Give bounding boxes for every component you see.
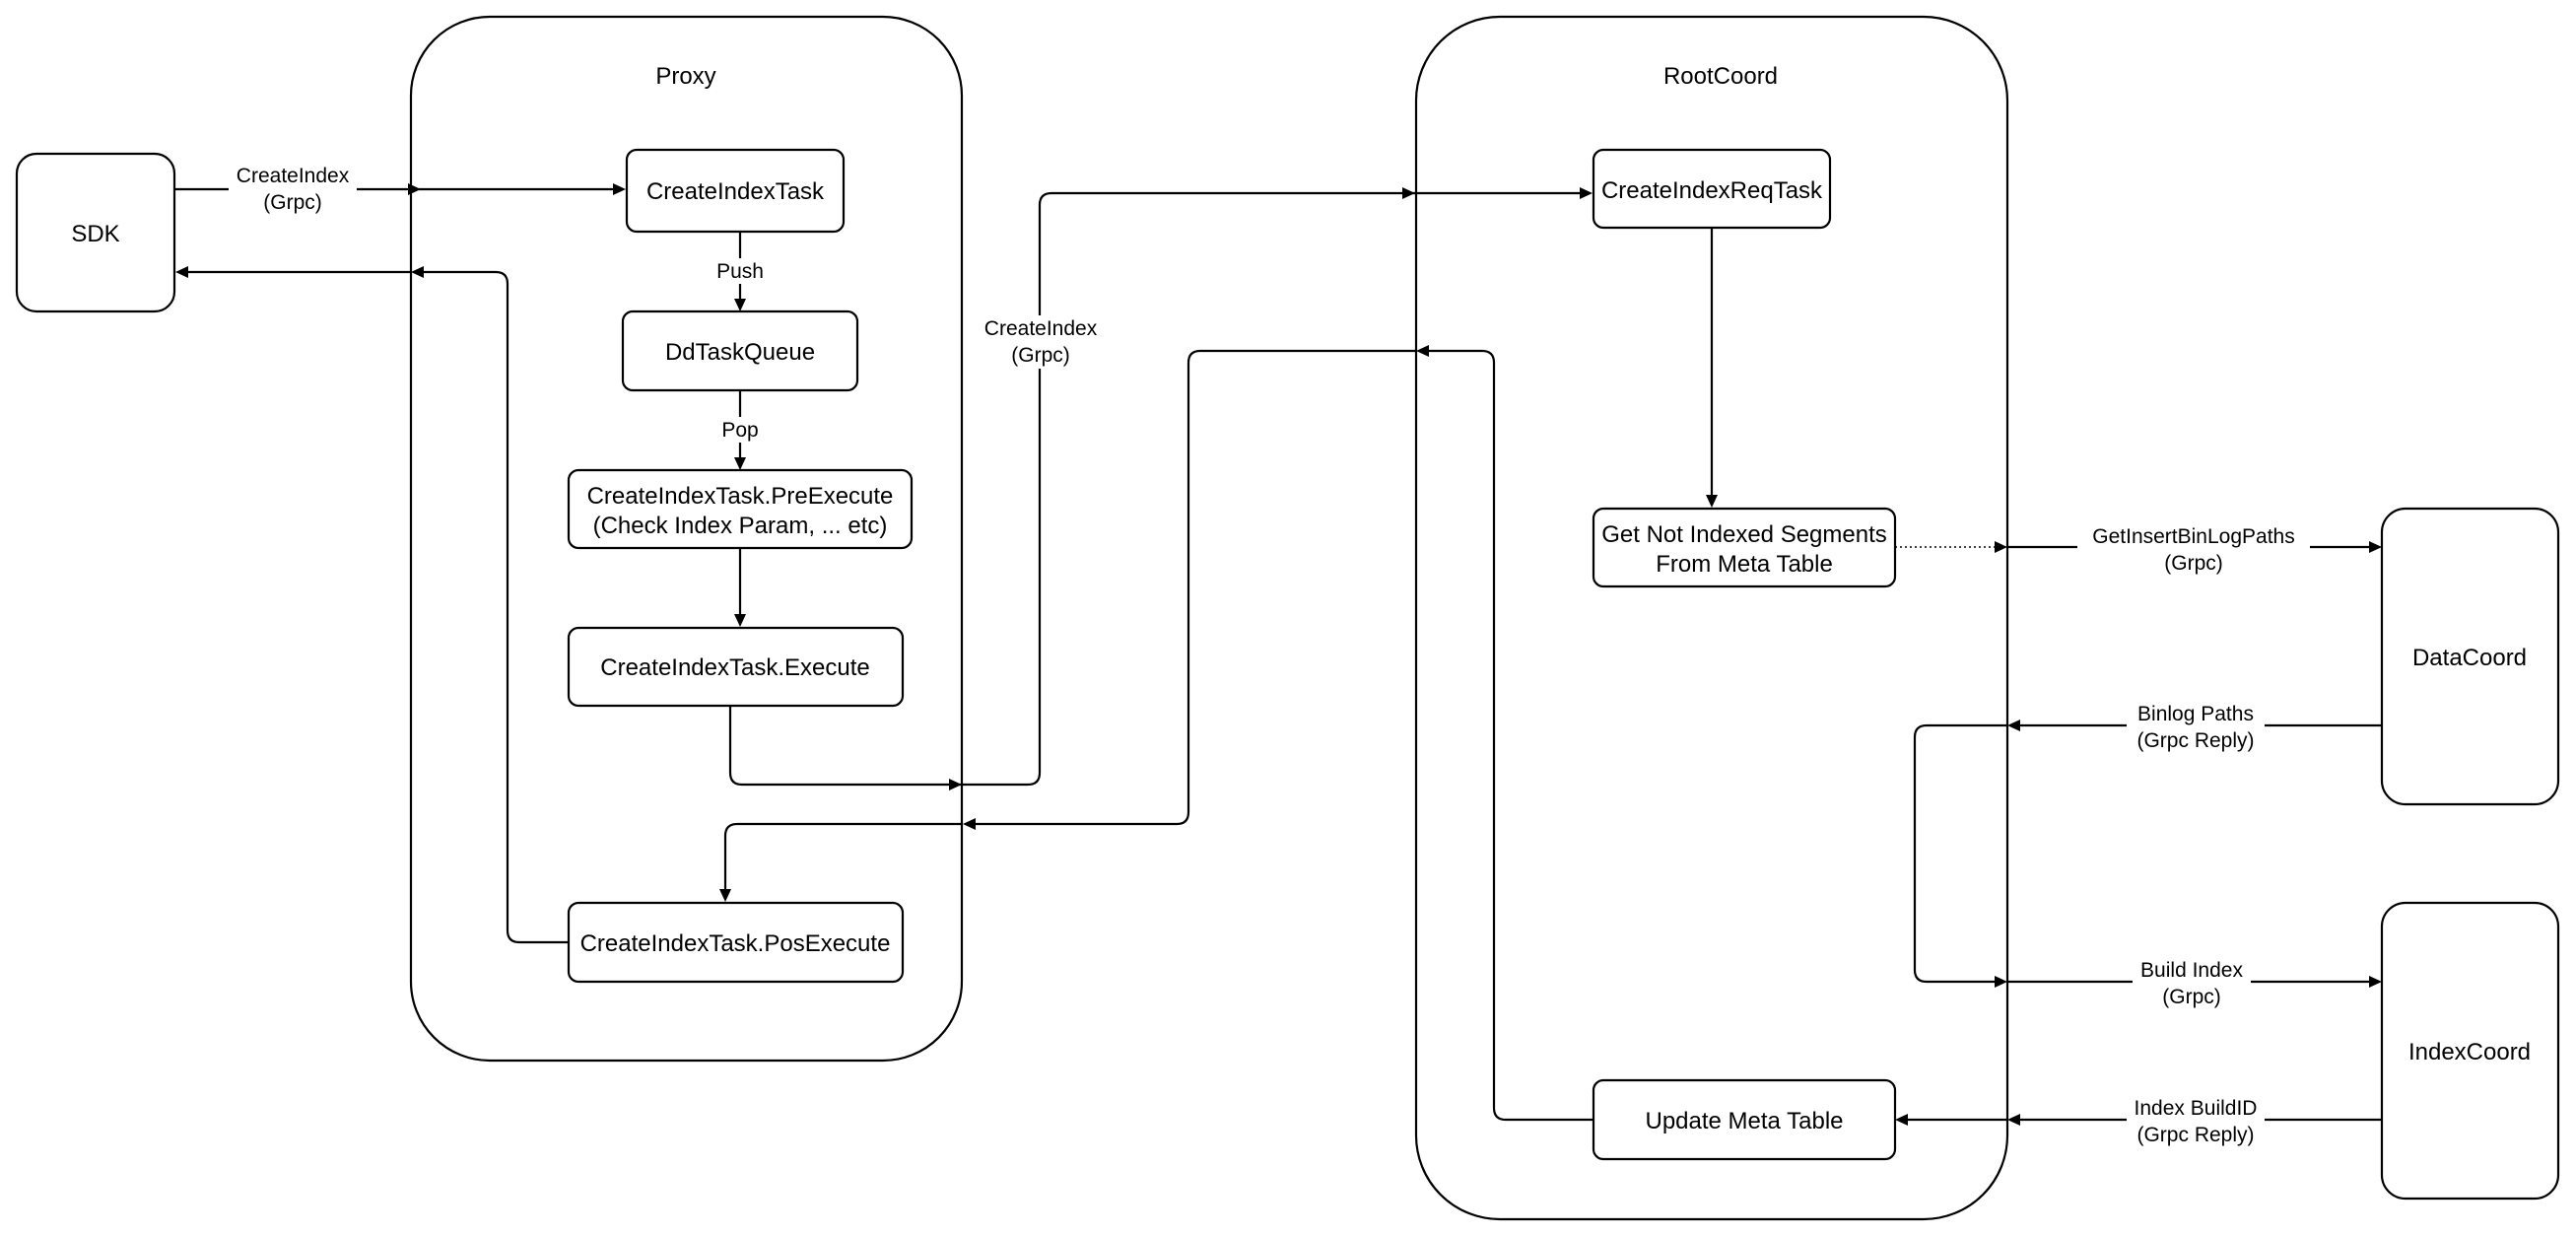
node-get-segments: Get Not Indexed Segments From Meta Table <box>1592 507 1897 588</box>
node-create-index-req-task: CreateIndexReqTask <box>1592 148 1832 230</box>
node-label: CreateIndexTask.Execute <box>600 654 869 681</box>
edge-label-push: Push <box>716 260 764 283</box>
edge-label-grpc-reply: (Grpc Reply) <box>2136 1124 2254 1146</box>
node-pre-execute: CreateIndexTask.PreExecute (Check Index … <box>567 468 914 550</box>
node-label: Update Meta Table <box>1645 1108 1843 1134</box>
arrowhead <box>2007 720 2020 731</box>
edge-label-grpc: (Grpc) <box>263 191 322 214</box>
edge-labels: CreateIndex (Grpc) Push Pop CreateIndex … <box>229 164 2310 1147</box>
edge-update-meta-to-proxy <box>723 349 1593 1122</box>
arrowhead <box>1580 187 1593 199</box>
node-indexcoord: IndexCoord <box>2380 901 2560 1201</box>
edge-label-grpc-reply: (Grpc Reply) <box>2136 729 2254 752</box>
node-label: SDK <box>71 221 119 247</box>
arrowhead <box>1995 541 2007 553</box>
proxy-title: Proxy <box>655 63 715 90</box>
node-label: CreateIndexTask <box>646 178 825 205</box>
arrowhead <box>1416 345 1429 357</box>
edge-label-grpc: (Grpc) <box>2162 986 2221 1008</box>
node-label: (Check Index Param, ... etc) <box>593 513 888 539</box>
edge-execute-to-rootcoord <box>728 191 1580 787</box>
connectors <box>175 183 2382 1126</box>
node-label: CreateIndexTask.PosExecute <box>580 930 891 957</box>
arrowhead <box>949 779 962 790</box>
edge-label-createindex: CreateIndex <box>984 317 1098 340</box>
arrowhead <box>719 889 731 902</box>
arrowhead <box>963 818 976 830</box>
arrowhead <box>2369 976 2382 988</box>
edge-label-index-buildid: Index BuildID <box>2135 1097 2258 1120</box>
arrowhead <box>411 266 424 278</box>
arrowhead <box>1895 1114 1908 1126</box>
rootcoord-container: RootCoord <box>1414 15 2009 1221</box>
node-label: CreateIndexReqTask <box>1601 177 1823 204</box>
arrowhead <box>734 457 746 470</box>
node-label: Get Not Indexed Segments <box>1601 521 1887 548</box>
node-execute: CreateIndexTask.Execute <box>567 626 905 708</box>
node-create-index-task: CreateIndexTask <box>625 148 846 234</box>
arrowhead <box>1995 976 2007 988</box>
node-label: IndexCoord <box>2408 1039 2531 1065</box>
edge-label-grpc: (Grpc) <box>1011 344 1070 367</box>
arrowhead <box>408 183 421 195</box>
edge-label-grpc: (Grpc) <box>2164 552 2223 575</box>
node-datacoord: DataCoord <box>2380 507 2560 806</box>
node-label: DdTaskQueue <box>665 339 815 366</box>
arrowhead <box>734 614 746 627</box>
arrowhead <box>175 266 188 278</box>
edge-label-createindex: CreateIndex <box>237 165 350 187</box>
node-label: From Meta Table <box>1656 551 1833 578</box>
arrowhead <box>1706 495 1718 508</box>
rootcoord-title: RootCoord <box>1663 63 1778 90</box>
edge-label-binlog-paths: Binlog Paths <box>2137 703 2254 725</box>
arrowhead <box>734 299 746 311</box>
node-label: CreateIndexTask.PreExecute <box>587 483 894 510</box>
edge-label-build-index: Build Index <box>2140 959 2243 982</box>
arrowhead <box>613 183 626 195</box>
node-pos-execute: CreateIndexTask.PosExecute <box>567 901 905 984</box>
node-dd-task-queue: DdTaskQueue <box>621 309 859 392</box>
arrowhead <box>1402 187 1415 199</box>
node-update-meta-table: Update Meta Table <box>1592 1078 1897 1161</box>
arrowhead <box>2369 541 2382 553</box>
node-sdk: SDK <box>15 152 176 313</box>
node-label: DataCoord <box>2412 645 2527 671</box>
edge-label-getinsertbinlogpaths: GetInsertBinLogPaths <box>2092 525 2294 548</box>
arrowhead <box>2007 1114 2020 1126</box>
edge-posexecute-to-sdk <box>188 270 569 944</box>
edge-label-pop: Pop <box>721 419 758 442</box>
